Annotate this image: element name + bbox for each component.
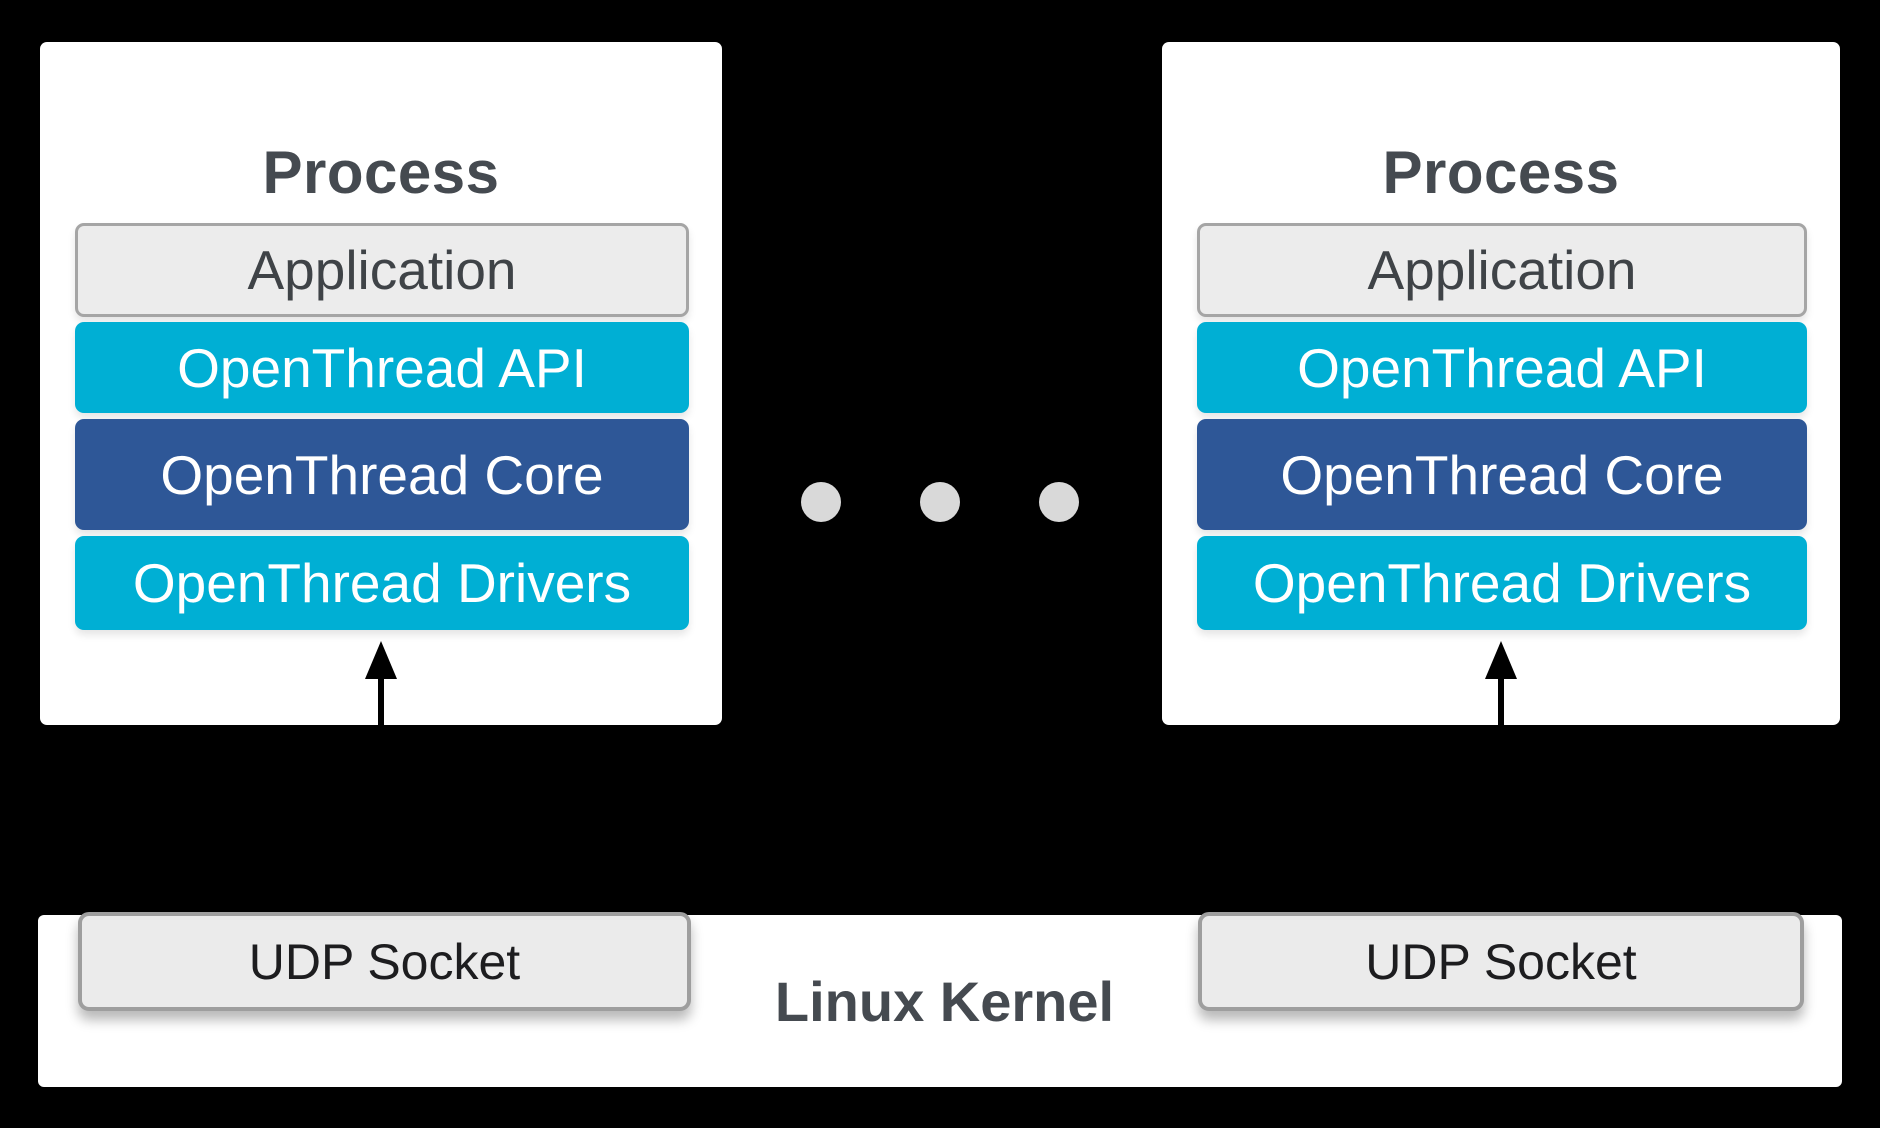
process-title: Process	[262, 139, 500, 206]
layer-openthread-drivers-label: OpenThread Drivers	[132, 552, 632, 614]
ellipsis-dot	[1039, 482, 1079, 522]
ellipsis-dots	[801, 482, 1079, 522]
udp-socket-box-left: UDP Socket	[78, 912, 691, 1011]
layer-application-label: Application	[247, 239, 517, 301]
layer-openthread-core-label: OpenThread Core	[160, 443, 604, 506]
ellipsis-dot	[801, 482, 841, 522]
layer-application: Application	[1197, 223, 1807, 317]
layer-openthread-core-label: OpenThread Core	[1280, 443, 1724, 506]
process-panel-right: Process Application OpenThread API OpenT…	[1162, 42, 1840, 725]
up-arrow-head	[365, 641, 397, 679]
layer-openthread-api-label: OpenThread API	[1297, 336, 1707, 399]
layer-openthread-api-label: OpenThread API	[177, 336, 587, 399]
layer-openthread-core: OpenThread Core	[75, 419, 689, 530]
udp-socket-box-right: UDP Socket	[1198, 912, 1804, 1011]
layer-openthread-drivers: OpenThread Drivers	[1197, 536, 1807, 630]
layer-application: Application	[75, 223, 689, 317]
process-title: Process	[1382, 139, 1620, 206]
up-arrow-icon	[1485, 641, 1517, 725]
udp-socket-label: UDP Socket	[1365, 933, 1637, 990]
up-arrow-head	[1485, 641, 1517, 679]
udp-socket-label: UDP Socket	[248, 933, 521, 990]
up-arrow-shaft	[378, 679, 384, 725]
linux-kernel-label: Linux Kernel	[774, 969, 1115, 1033]
layer-openthread-api: OpenThread API	[75, 322, 689, 413]
layer-application-label: Application	[1367, 239, 1637, 301]
layer-openthread-api: OpenThread API	[1197, 322, 1807, 413]
ellipsis-dot	[920, 482, 960, 522]
up-arrow-shaft	[1498, 679, 1504, 725]
layer-openthread-drivers: OpenThread Drivers	[75, 536, 689, 630]
process-panel-left: Process Application OpenThread API OpenT…	[40, 42, 722, 725]
layer-openthread-drivers-label: OpenThread Drivers	[1252, 552, 1752, 614]
linux-kernel-bar: UDP Socket Linux Kernel UDP Socket	[38, 912, 1842, 1087]
layer-openthread-core: OpenThread Core	[1197, 419, 1807, 530]
up-arrow-icon	[365, 641, 397, 725]
